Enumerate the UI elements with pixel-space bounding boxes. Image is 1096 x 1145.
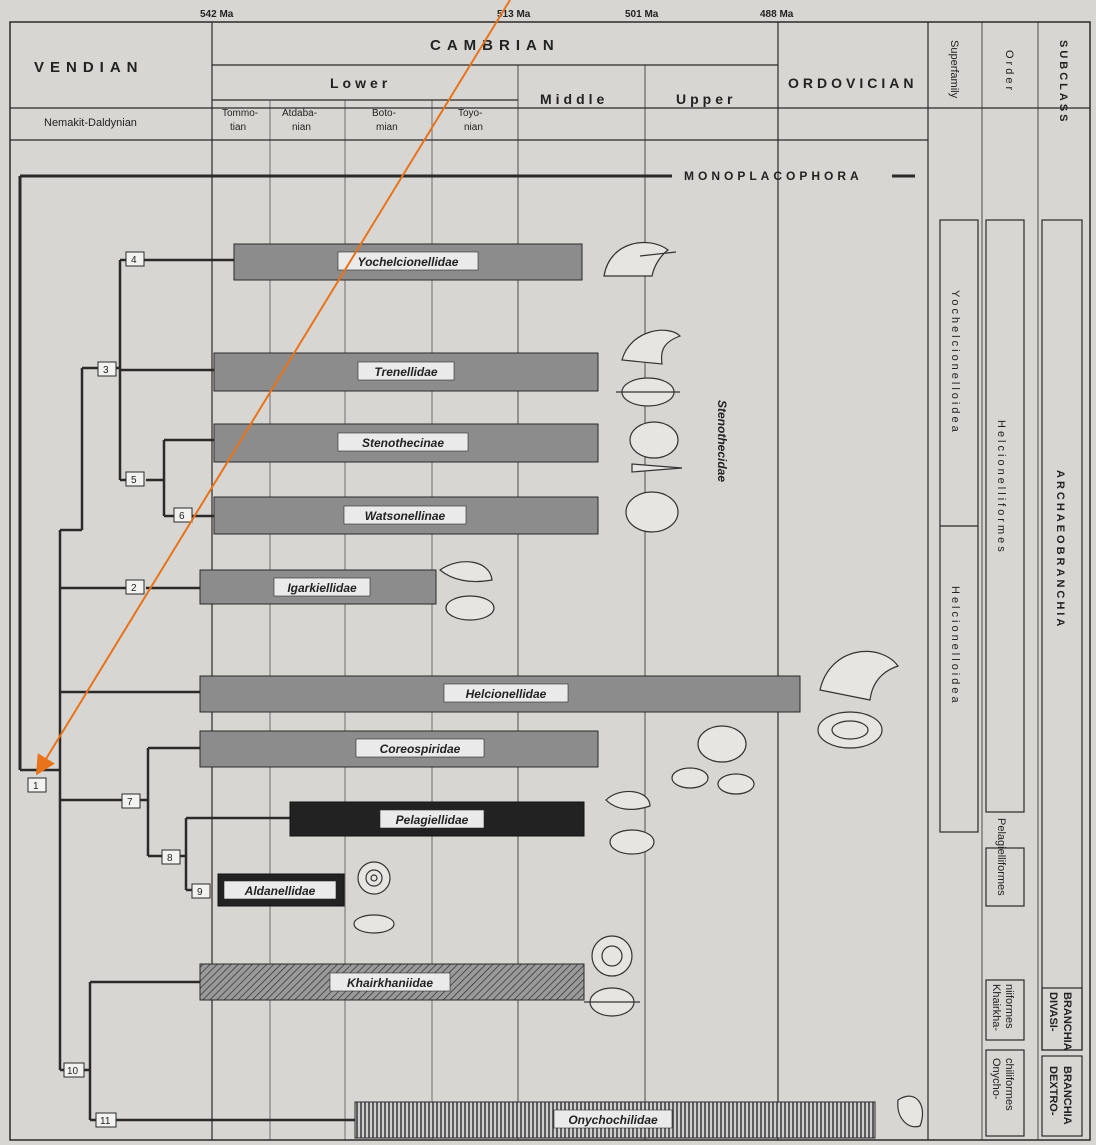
node-11: 11 <box>96 1113 116 1127</box>
svg-text:Watsonellinae: Watsonellinae <box>365 509 446 523</box>
node-4: 4 <box>126 252 144 266</box>
order-header: Order <box>1003 50 1015 93</box>
superfamily-header: Superfamily <box>948 40 960 99</box>
subclass-dextrobranchia-1: DEXTRO- <box>1047 1066 1059 1116</box>
superfamily-helcionelloidea: Helcionelloidea <box>949 586 961 706</box>
order-onychochiliformes-2: chiliformes <box>1003 1058 1015 1111</box>
stage-botomian-1: Boto- <box>372 108 396 119</box>
node-8: 8 <box>162 850 180 864</box>
bar-watsonellinae: Watsonellinae <box>214 497 598 534</box>
svg-text:Onychochilidae: Onychochilidae <box>568 1113 658 1127</box>
bar-helcionellidae: Helcionellidae <box>200 676 800 712</box>
middle-label: Middle <box>540 91 608 107</box>
svg-text:11: 11 <box>100 1116 111 1127</box>
svg-text:Trenellidae: Trenellidae <box>374 365 437 379</box>
lower-label: Lower <box>330 75 391 91</box>
svg-text:1: 1 <box>33 781 39 792</box>
bar-yochelcionellidae: Yochelcionellidae <box>234 244 582 280</box>
svg-text:7: 7 <box>127 797 133 808</box>
order-helcionelliformes: Helcionelliformes <box>995 420 1007 555</box>
superfamily-yochelcionelloidea: Yochelcionelloidea <box>949 290 961 435</box>
stage-botomian-2: mian <box>376 122 398 133</box>
svg-text:3: 3 <box>103 365 109 376</box>
bar-coreospiridae: Coreospiridae <box>200 731 598 767</box>
stage-toyonian-2: nian <box>464 122 483 133</box>
node-6: 6 <box>174 508 192 522</box>
subclass-archaeobranchia: ARCHAEOBRANCHIA <box>1054 470 1066 629</box>
subclass-divasibranchia-1: DIVASI- <box>1047 992 1059 1032</box>
order-khairkhaniiformes-2: niiformes <box>1003 984 1015 1029</box>
node-10: 10 <box>64 1063 84 1077</box>
ma-tick-542: 542 Ma <box>200 9 234 20</box>
subclass-dextrobranchia-2: BRANCHIA <box>1061 1066 1073 1125</box>
svg-text:10: 10 <box>67 1066 79 1077</box>
node-9: 9 <box>192 884 210 898</box>
svg-text:9: 9 <box>197 887 203 898</box>
node-1: 1 <box>28 778 46 792</box>
node-7: 7 <box>122 794 140 808</box>
ma-tick-501: 501 Ma <box>625 9 659 20</box>
node-3: 3 <box>98 362 116 376</box>
ma-tick-488: 488 Ma <box>760 9 794 20</box>
svg-text:Pelagiellidae: Pelagiellidae <box>396 813 469 827</box>
ordovician-label: ORDOVICIAN <box>788 75 917 91</box>
order-pelagielliformes: Pelagielliformes <box>995 818 1007 896</box>
svg-text:Yochelcionellidae: Yochelcionellidae <box>358 255 459 269</box>
bar-khairkhaniidae: Khairkhaniidae <box>200 964 584 1000</box>
bar-stenothecinae: Stenothecinae <box>214 424 598 462</box>
svg-text:4: 4 <box>131 255 137 266</box>
bar-aldanellidae: Aldanellidae <box>218 874 344 906</box>
bar-trenellidae: Trenellidae <box>214 353 598 391</box>
bar-onychochilidae: Onychochilidae <box>355 1102 875 1138</box>
node-5: 5 <box>126 472 144 486</box>
svg-text:6: 6 <box>179 511 185 522</box>
order-khairkhaniiformes-1: Khairkha- <box>990 984 1002 1031</box>
svg-text:Coreospiridae: Coreospiridae <box>380 742 461 756</box>
svg-text:Aldanellidae: Aldanellidae <box>244 884 316 898</box>
stage-atdabanian-1: Atdaba- <box>282 108 317 119</box>
nemakit-label: Nemakit-Daldynian <box>44 117 137 129</box>
svg-text:8: 8 <box>167 853 173 864</box>
bar-igarkiellidae: Igarkiellidae <box>200 570 436 604</box>
subclass-divasibranchia-2: BRANCHIA <box>1061 992 1073 1051</box>
bar-pelagiellidae: Pelagiellidae <box>290 802 584 836</box>
monoplacophora-label: MONOPLACOPHORA <box>684 169 863 183</box>
subclass-header: SUBCLASS <box>1057 40 1069 125</box>
svg-text:Stenothecinae: Stenothecinae <box>362 436 444 450</box>
order-onychochiliformes-1: Onycho- <box>990 1058 1002 1100</box>
vendian-label: VENDIAN <box>34 59 144 76</box>
stage-tommotian-2: tian <box>230 122 246 133</box>
cambrian-label: CAMBRIAN <box>430 37 560 54</box>
stage-tommotian-1: Tommo- <box>222 108 258 119</box>
svg-text:2: 2 <box>131 583 137 594</box>
stenothecidae-label: Stenothecidae <box>715 400 729 482</box>
svg-text:Igarkiellidae: Igarkiellidae <box>287 581 357 595</box>
upper-label: Upper <box>676 91 736 107</box>
fossil-watsonellinae-icon <box>626 492 678 532</box>
stage-atdabanian-2: nian <box>292 122 311 133</box>
svg-text:Khairkhaniidae: Khairkhaniidae <box>347 976 433 990</box>
node-2: 2 <box>126 580 144 594</box>
svg-text:Helcionellidae: Helcionellidae <box>466 687 547 701</box>
svg-text:5: 5 <box>131 475 137 486</box>
stage-toyonian-1: Toyo- <box>458 108 482 119</box>
